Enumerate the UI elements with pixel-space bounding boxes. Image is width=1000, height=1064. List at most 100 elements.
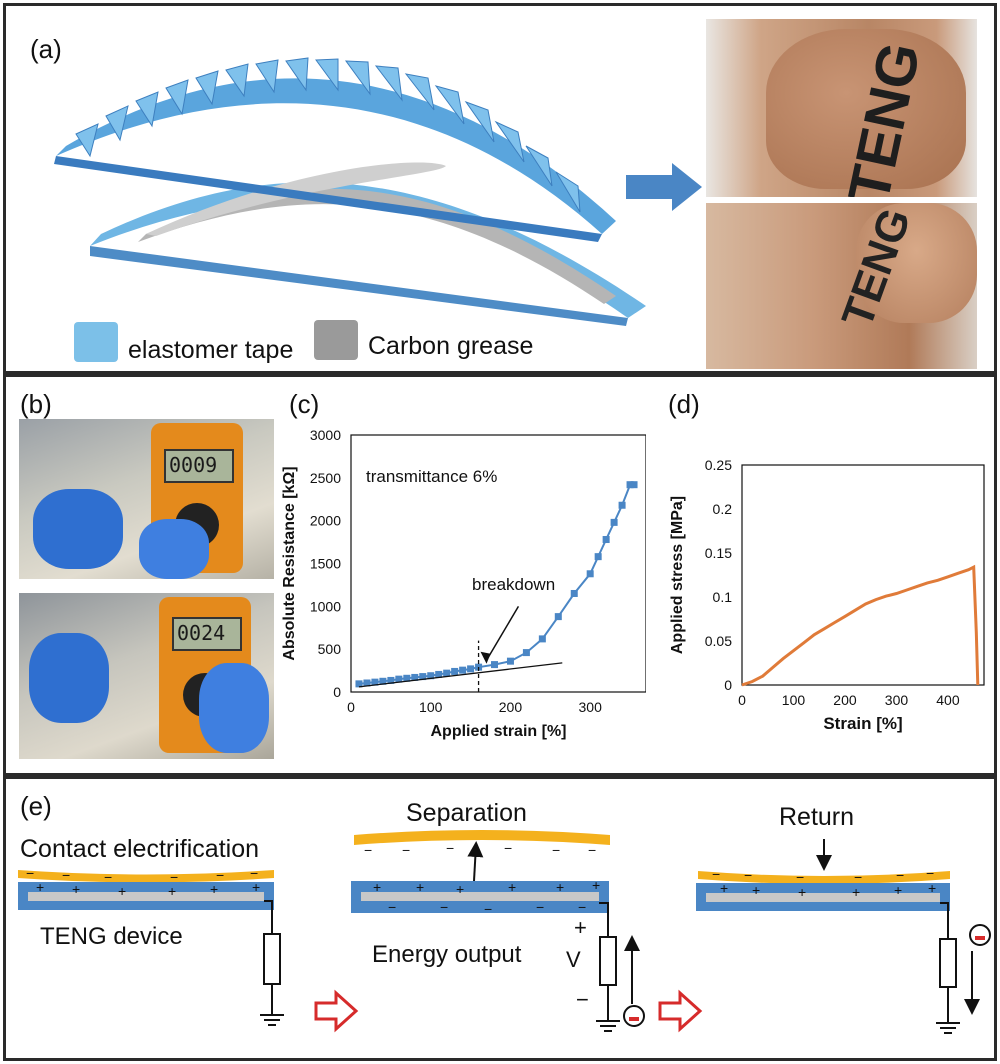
electron-icon	[623, 1005, 645, 1027]
data-point	[427, 672, 435, 680]
series-line	[741, 564, 980, 687]
triboelectric-layer-2	[354, 830, 610, 845]
svg-text:+: +	[118, 883, 126, 899]
data-point	[355, 680, 363, 688]
panel-b-label: (b)	[20, 389, 52, 419]
svg-text:+: +	[798, 884, 806, 900]
electron-icon	[969, 924, 991, 946]
svg-text:−: −	[26, 865, 34, 881]
svg-text:−: −	[796, 869, 804, 885]
data-point	[443, 669, 451, 677]
data-point	[451, 667, 459, 675]
wire-1	[264, 900, 273, 1015]
svg-text:−: −	[744, 867, 752, 883]
data-point	[506, 657, 514, 665]
contact-electrification-label: Contact electrification	[20, 835, 260, 863]
transmittance-annotation: transmittance 6%	[366, 467, 498, 486]
multimeter-photo-top: 0009	[19, 419, 274, 579]
teng-device-label: TENG device	[40, 923, 183, 950]
svg-text:+: +	[928, 880, 936, 896]
x-tick-label: 200	[833, 692, 857, 708]
svg-text:−: −	[588, 842, 596, 858]
svg-text:+: +	[416, 879, 424, 895]
svg-text:−: −	[926, 865, 934, 881]
x-axis-label: Applied strain [%]	[430, 723, 566, 740]
ground-2	[596, 1020, 620, 1032]
svg-text:−: −	[170, 869, 178, 885]
hand-photo-top: TENG	[706, 19, 977, 197]
stage-separation: −−− −−− +++ +++ −−− −−	[351, 830, 645, 1032]
svg-text:−: −	[388, 899, 396, 915]
svg-text:+: +	[894, 882, 902, 898]
svg-text:−: −	[440, 899, 448, 915]
svg-text:+: +	[752, 882, 760, 898]
carbon-grease-layer	[138, 188, 616, 304]
data-point	[618, 501, 626, 509]
separation-arrow	[467, 841, 484, 882]
triboelectric-layer-3	[698, 871, 950, 884]
svg-text:−: −	[536, 899, 544, 915]
svg-text:−: −	[504, 840, 512, 856]
svg-text:−: −	[552, 842, 560, 858]
data-point	[411, 673, 419, 681]
panel-e: (e) +++ +++ −−− −−−	[3, 776, 997, 1061]
data-point	[467, 665, 475, 673]
top-layer-ridges	[75, 57, 581, 213]
data-point	[538, 635, 546, 643]
multimeter-display	[164, 449, 234, 483]
svg-text:−: −	[854, 869, 862, 885]
svg-text:+: +	[556, 879, 564, 895]
data-point	[610, 518, 618, 526]
x-axis-label: Strain [%]	[823, 714, 902, 733]
y-tick-label: 1000	[310, 598, 341, 614]
y-tick-label: 0.15	[705, 545, 732, 561]
svg-text:+: +	[852, 884, 860, 900]
y-tick-label: 0.2	[713, 501, 733, 517]
svg-text:−: −	[104, 869, 112, 885]
data-point	[630, 481, 638, 489]
multimeter-reading-top: 0009	[169, 453, 218, 477]
multimeter-photo-bottom: 0024	[19, 593, 274, 759]
plot-frame	[350, 434, 646, 693]
data-point	[363, 679, 371, 687]
y-axis-label: Applied stress [MPa]	[669, 496, 686, 654]
data-point	[379, 677, 387, 685]
stage-contact: +++ +++ −−− −−−	[18, 865, 284, 1026]
y-tick-label: 3000	[310, 427, 341, 443]
load-resistor-2	[599, 936, 617, 986]
separation-label: Separation	[406, 799, 527, 827]
data-point	[522, 649, 530, 657]
x-tick-label: 200	[499, 699, 523, 715]
svg-text:+: +	[210, 881, 218, 897]
return-label: Return	[779, 803, 855, 831]
ground-3	[936, 1022, 960, 1034]
data-point	[586, 570, 594, 578]
y-tick-label: 1500	[310, 556, 341, 572]
panel-c-label: (c)	[289, 389, 320, 419]
ground-1	[260, 1014, 284, 1026]
glove-left	[33, 489, 123, 569]
top-elastomer-layer	[56, 78, 616, 234]
svg-text:+: +	[373, 879, 381, 895]
svg-text:−: −	[446, 840, 454, 856]
panel-d-label: (d)	[668, 389, 700, 419]
x-tick-label: 100	[419, 699, 443, 715]
data-point	[602, 536, 610, 544]
stage-return: −−− −−− +++ +++	[696, 839, 991, 1034]
load-resistor-1	[263, 933, 281, 985]
multimeter-reading-bottom: 0024	[177, 621, 226, 645]
data-point	[435, 670, 443, 678]
x-tick-label: 0	[347, 699, 355, 715]
breakdown-arrowhead	[480, 651, 491, 664]
x-tick-label: 300	[579, 699, 603, 715]
right-arrow-icon	[626, 163, 702, 211]
data-point	[459, 666, 467, 674]
legend-swatch-elastomer	[74, 322, 118, 362]
wire-3	[940, 902, 949, 1023]
triboelectric-layer-1	[18, 870, 274, 883]
y-tick-label: 0.1	[713, 589, 733, 605]
svg-text:−: −	[712, 866, 720, 882]
svg-text:+: +	[456, 881, 464, 897]
